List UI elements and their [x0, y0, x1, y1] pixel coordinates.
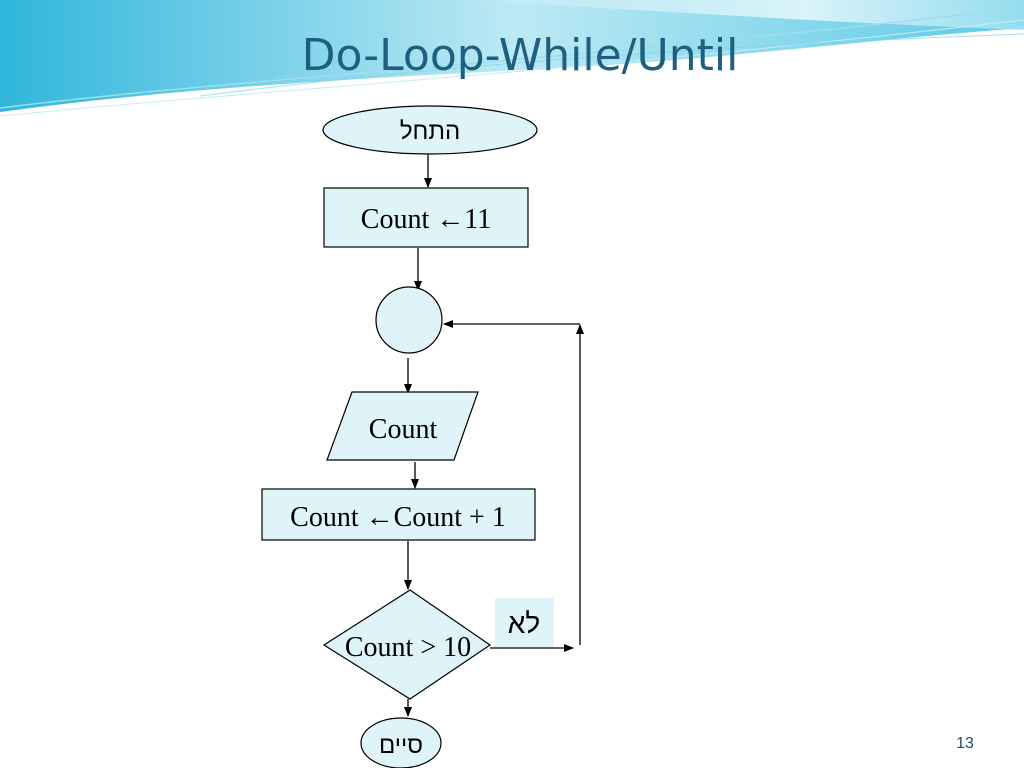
slide-title: Do-Loop-While/Until — [301, 30, 739, 81]
increment-label: Count ←Count + 1 — [290, 502, 506, 533]
no-branch-label: לא — [495, 598, 554, 647]
init-label: Count ←11 — [361, 204, 491, 235]
start-label: התחל — [400, 118, 460, 145]
header-wave-decoration — [0, 0, 1024, 117]
slide-number: 13 — [956, 735, 974, 752]
no-label-text: לא — [508, 608, 540, 639]
start-terminal: התחל — [322, 105, 538, 155]
end-terminal: סיים — [360, 717, 442, 768]
init-process-box: Count ←11 — [323, 187, 529, 248]
condition-label: Count > 10 — [345, 632, 471, 663]
increment-process-box: Count ←Count + 1 — [261, 488, 536, 541]
condition-decision-diamond: Count > 10 — [322, 589, 492, 700]
input-label: Count — [369, 414, 438, 445]
loop-connector-circle — [375, 286, 443, 354]
end-label: סיים — [379, 732, 423, 759]
input-parallelogram: Count — [326, 391, 479, 461]
